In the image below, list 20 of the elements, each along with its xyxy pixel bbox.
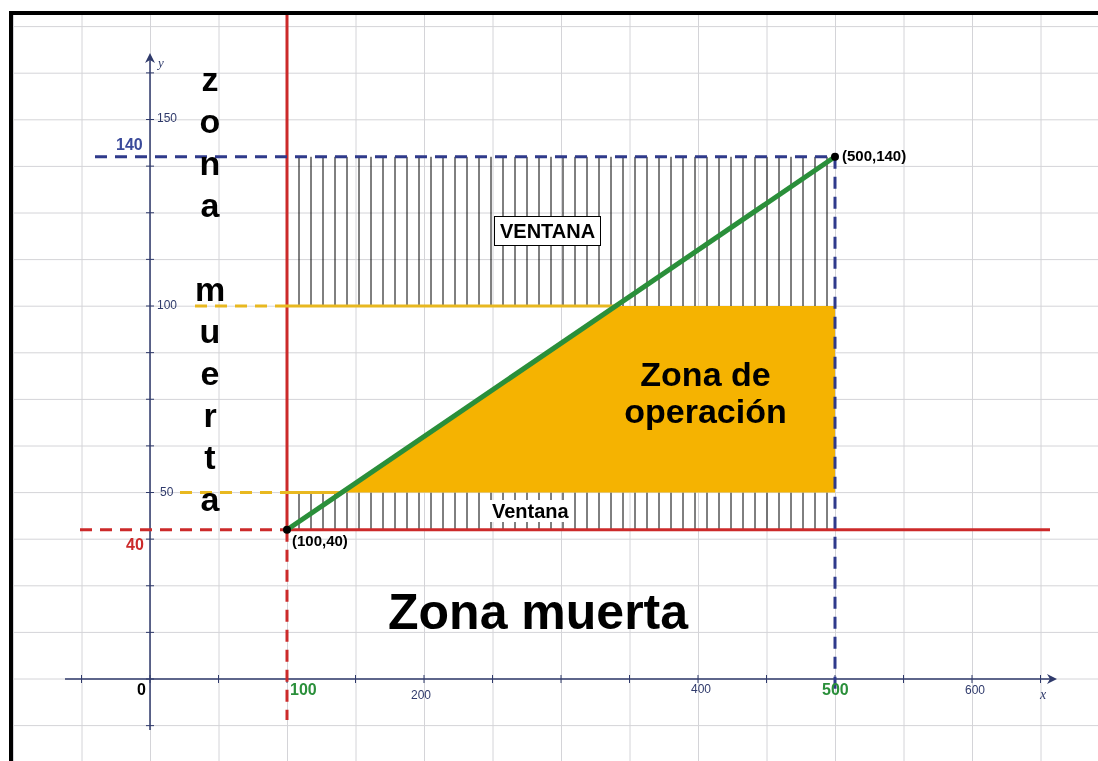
- window-label-box: VENTANA: [494, 216, 602, 246]
- tick-label: 600: [965, 684, 986, 698]
- window-label: Ventana: [490, 500, 571, 522]
- zone-label: Zona de operación: [623, 356, 788, 431]
- tick-label: 150: [157, 112, 178, 126]
- tick-label: 140: [116, 136, 143, 154]
- tick-label: 500: [822, 681, 849, 699]
- tick-label: 40: [126, 536, 144, 554]
- tick-label: 100: [157, 299, 178, 313]
- vertical-zone-label: zona muerta: [193, 60, 227, 522]
- tick-label: 200: [411, 689, 432, 703]
- axis-label: x: [1040, 687, 1047, 703]
- tick-label: 100: [290, 681, 317, 699]
- point-label: (500,140): [842, 148, 907, 165]
- point-label: (100,40): [292, 533, 348, 550]
- tick-label: 50: [160, 486, 174, 500]
- tick-label: 400: [691, 683, 712, 697]
- tick-label: 0: [137, 681, 146, 699]
- zone-label: Zona muerta: [388, 585, 689, 640]
- axis-label: y: [158, 56, 164, 71]
